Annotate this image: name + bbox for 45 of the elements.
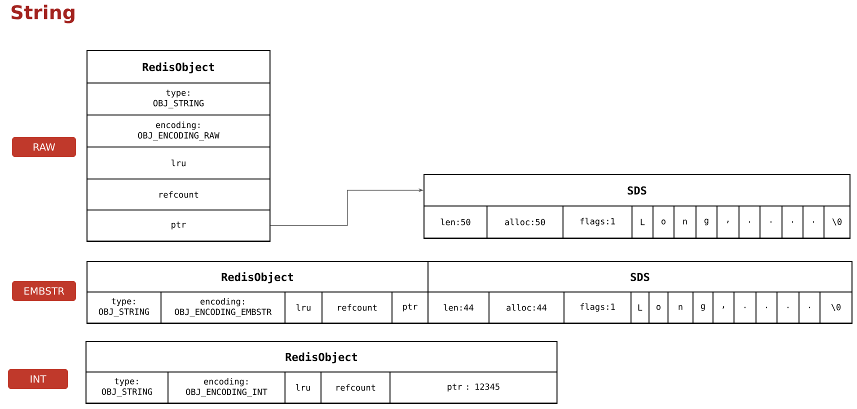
field-cell: L (630, 292, 650, 324)
field-cell: alloc:50 (486, 206, 564, 238)
field-cell: . (734, 292, 756, 324)
field-cell: type: OBJ_STRING (86, 372, 168, 404)
field-cell: lru (284, 372, 322, 404)
field-cell: \0 (820, 292, 852, 324)
field-cell: \0 (824, 206, 850, 238)
field-cell: o (652, 206, 674, 238)
field-cell: alloc:44 (488, 292, 564, 324)
field-cell: g (696, 206, 718, 238)
field-cell: flags:1 (562, 206, 632, 238)
field-cell: refcount (322, 292, 392, 324)
field-cell: encoding: OBJ_ENCODING_INT (168, 372, 286, 404)
field-cell: . (802, 206, 824, 238)
field-cell: . (776, 292, 800, 324)
title: String (12, 4, 74, 24)
field-cell: , (712, 292, 734, 324)
field-cell: lru (284, 292, 322, 324)
field-cell: . (756, 292, 778, 324)
field-cell: refcount (86, 178, 270, 210)
field-cell: n (674, 206, 696, 238)
field-cell: . (782, 206, 804, 238)
field-cell: . (760, 206, 782, 238)
encoding-badge: RAW (12, 137, 76, 157)
field-cell: flags:1 (564, 292, 632, 324)
encoding-badge: EMBSTR (12, 281, 76, 301)
field-cell: n (668, 292, 694, 324)
field-cell: . (798, 292, 820, 324)
field-cell: refcount (320, 372, 390, 404)
field-cell: ptr (86, 210, 270, 242)
field-cell: type: OBJ_STRING (86, 292, 162, 324)
field-cell: o (648, 292, 668, 324)
field-cell: len:50 (424, 206, 488, 238)
field-cell: , (716, 206, 740, 238)
field-cell: len:44 (428, 292, 490, 324)
encoding-badge: INT (8, 369, 68, 389)
field-cell: type: OBJ_STRING (86, 82, 270, 116)
field-cell: ptr (392, 292, 428, 324)
field-cell: L (632, 206, 654, 238)
field-cell: g (692, 292, 714, 324)
field-cell: encoding: OBJ_ENCODING_EMBSTR (160, 292, 286, 324)
field-cell: lru (86, 146, 270, 180)
field-cell: ptr : 12345 (390, 372, 558, 404)
field-cell: . (738, 206, 760, 238)
field-cell: encoding: OBJ_ENCODING_RAW (86, 114, 270, 148)
